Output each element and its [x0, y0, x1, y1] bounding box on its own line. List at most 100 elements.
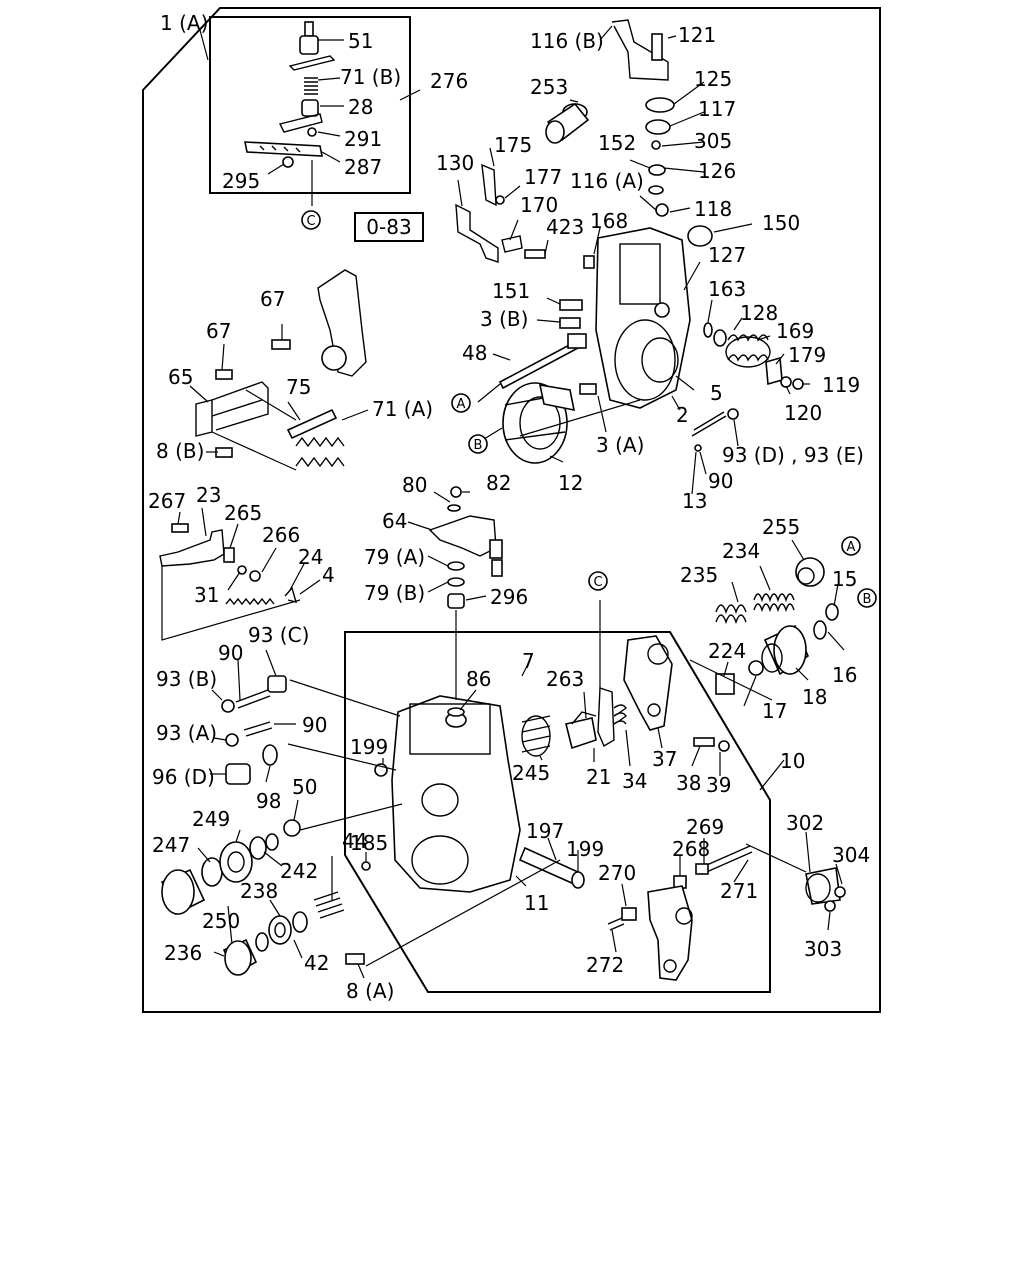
part-label: 37 [652, 747, 677, 771]
part-label: 125 [694, 67, 732, 91]
ring-16 [813, 620, 827, 640]
spring-34 [613, 704, 627, 725]
pin-185 [361, 861, 371, 871]
part-label: 128 [740, 301, 778, 325]
svg-text:A: A [847, 540, 856, 555]
washer-238a [265, 833, 279, 851]
part-label: 268 [672, 837, 710, 861]
part-label: 197 [526, 819, 564, 843]
part-label: 82 [486, 471, 511, 495]
part-label: 116 (A) [570, 169, 644, 193]
part-label: 234 [722, 539, 760, 563]
svg-text:C: C [306, 214, 315, 229]
lever-assembly-lower [647, 885, 693, 981]
part-label: 34 [622, 769, 647, 793]
nut-93a [225, 733, 239, 747]
nut-93b [221, 699, 235, 713]
svg-text:A: A [457, 397, 466, 412]
part-label: 118 [694, 197, 732, 221]
washer-238 [255, 932, 269, 952]
screw-90a [235, 689, 271, 709]
part-label: 267 [148, 489, 186, 513]
bracket-116b [611, 19, 669, 81]
screw-90b [243, 721, 273, 737]
part-label: 117 [698, 97, 736, 121]
plate-287 [244, 141, 323, 157]
pin-423 [524, 249, 546, 259]
part-label: 64 [382, 509, 407, 533]
part-label: 3 (B) [480, 307, 528, 331]
spring-245 [521, 715, 551, 757]
bush-270 [621, 907, 637, 921]
bolt-3a [579, 383, 597, 395]
part-label: 199 [350, 735, 388, 759]
bolt-121 [651, 33, 663, 61]
nut-304 [834, 886, 846, 898]
part-label: 44 [342, 829, 367, 853]
lever-263 [597, 687, 615, 748]
lever-130 [455, 203, 499, 263]
lever-23 [159, 529, 225, 567]
part-label: 71 (A) [372, 397, 433, 421]
part-label: 163 [708, 277, 746, 301]
washer-120 [780, 376, 792, 388]
lever-28 [278, 99, 323, 133]
part-label: 2 [676, 403, 689, 427]
nut-250 [219, 841, 253, 883]
part-label: 120 [784, 401, 822, 425]
bolt-67a [271, 339, 291, 350]
bolt-96d [225, 763, 251, 785]
pump-body-7 [391, 695, 521, 893]
part-label: 236 [164, 941, 202, 965]
bolt-3b [559, 317, 581, 329]
part-label: 266 [262, 523, 300, 547]
part-label: 3 (A) [596, 433, 644, 457]
part-label: 265 [224, 501, 262, 525]
part-label: 93 (C) [248, 623, 309, 647]
part-label: 4 [322, 563, 335, 587]
washer-80 [447, 504, 461, 512]
washer-128 [713, 329, 727, 347]
spring-169 [725, 334, 771, 368]
callout-c-upper: C [301, 210, 321, 230]
part-label: 75 [286, 375, 311, 399]
part-label: 263 [546, 667, 584, 691]
lever-175 [481, 163, 497, 207]
part-label: 38 [676, 771, 701, 795]
nut-42 [268, 915, 292, 945]
bush-126 [648, 164, 666, 176]
part-label: 10 [780, 749, 805, 773]
cap-236 [222, 938, 258, 976]
part-label: 90 [302, 713, 327, 737]
part-label: 295 [222, 169, 260, 193]
part-label: 177 [524, 165, 562, 189]
part-label: 21 [586, 765, 611, 789]
assembly-label: 1 (A) [160, 11, 208, 35]
spring-235 [715, 604, 747, 625]
part-label: 175 [494, 133, 532, 157]
part-label: 303 [804, 937, 842, 961]
bracket-0-83 [317, 269, 367, 377]
nut-50 [283, 819, 301, 837]
part-label: 169 [776, 319, 814, 343]
pin-267 [171, 523, 189, 533]
washer-291 [307, 127, 317, 137]
cap-255 [795, 557, 825, 587]
part-label: 304 [832, 843, 870, 867]
pin-75 [286, 408, 338, 440]
part-label: 199 [566, 837, 604, 861]
nut-82 [450, 486, 462, 498]
ring-163 [703, 322, 713, 338]
part-label: 238 [240, 879, 278, 903]
assembly-frame [142, 7, 881, 1013]
part-label: 28 [348, 95, 373, 119]
plug-199-right [571, 871, 585, 889]
callout-b-upper: B [468, 434, 488, 454]
nut-266 [249, 570, 261, 582]
part-label: 152 [598, 131, 636, 155]
washer-249 [201, 857, 223, 887]
svg-text:B: B [863, 592, 872, 607]
part-label: 255 [762, 515, 800, 539]
washer-98 [262, 744, 278, 766]
